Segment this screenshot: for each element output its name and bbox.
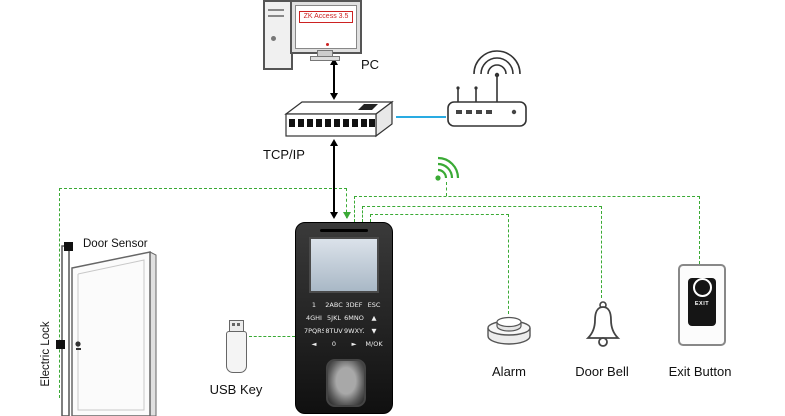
door-icon <box>61 245 157 416</box>
connection-wifi-stub <box>446 182 447 196</box>
arrowhead-down-switch <box>330 93 338 100</box>
alarm-label: Alarm <box>492 364 526 379</box>
keypad-key: 1 <box>311 301 317 309</box>
terminal-keypad: 1 2ABC 3DEF ESC 4GHI 5JKL 6MNO ▲ 7PQRS 8… <box>304 299 384 350</box>
keypad-key: 3DEF <box>345 301 363 309</box>
pc-label: PC <box>361 57 380 72</box>
door-sensor-label: Door Sensor <box>83 238 148 250</box>
connection-terminal-exit <box>354 196 700 197</box>
monitor-stand-base <box>310 56 340 61</box>
keypad-key: 9WXYZ <box>344 327 364 335</box>
zk-access-window: ZK Access 3.5 <box>299 11 353 23</box>
connection-pc-switch <box>333 62 335 98</box>
usb-key-label: USB Key <box>209 382 263 397</box>
tower-slot <box>268 15 284 17</box>
access-control-terminal: 1 2ABC 3DEF ESC 4GHI 5JKL 6MNO ▲ 7PQRS 8… <box>295 222 393 414</box>
keypad-key: ESC <box>367 301 381 309</box>
usb-pin <box>232 323 235 326</box>
keypad-key: 5JKL <box>327 314 341 322</box>
door-sensor-device <box>64 242 73 251</box>
terminal-screen <box>309 237 379 293</box>
door-bell-label: Door Bell <box>575 364 629 379</box>
keypad-key: ▲ <box>371 314 377 322</box>
arrowhead-up-switch <box>330 139 338 146</box>
tcpip-label: TCP/IP <box>263 147 305 162</box>
keypad-key: 6MNO <box>344 314 364 322</box>
connection-bell-drop-terminal <box>362 206 363 222</box>
connection-alarm-drop <box>508 214 509 314</box>
keypad-key: ◄ <box>311 340 317 348</box>
keypad-key: M/OK <box>365 340 383 348</box>
pc-monitor: ZK Access 3.5 <box>290 0 362 54</box>
connection-switch-terminal <box>333 141 335 215</box>
exit-button-icon: EXIT <box>678 264 726 346</box>
exit-button-circle <box>692 278 712 297</box>
keypad-key: 7PQRS <box>304 327 324 335</box>
keypad-key: ► <box>351 340 357 348</box>
screen-led <box>326 43 329 46</box>
connection-bell-drop <box>601 206 602 298</box>
pc-tower <box>263 0 293 70</box>
alarm-icon <box>487 316 531 345</box>
exit-button-face: EXIT <box>688 278 716 326</box>
connection-switch-router <box>396 116 446 118</box>
connection-door-sensor-lock <box>59 188 60 398</box>
terminal-speaker <box>320 229 368 232</box>
keypad-key: 4GHI <box>306 314 322 322</box>
arrowhead-up-pc <box>330 58 338 65</box>
connection-alarm-drop-terminal <box>370 214 371 222</box>
arrowhead-into-terminal <box>343 212 351 219</box>
tower-slot <box>268 9 284 11</box>
connection-terminal-door-drop <box>346 188 347 218</box>
exit-button-text: EXIT <box>694 301 710 307</box>
keypad-key: ▼ <box>371 327 377 335</box>
door-bell-icon <box>585 301 621 347</box>
connection-exit-drop-terminal <box>354 196 355 222</box>
exit-button-label: Exit Button <box>668 364 732 379</box>
wifi-signal-icon <box>435 156 460 181</box>
wireless-router-icon <box>447 50 527 127</box>
electric-lock-device <box>56 340 65 349</box>
keypad-key: 0 <box>331 340 337 348</box>
connection-exit-drop <box>699 196 700 264</box>
connection-terminal-alarm <box>370 214 509 215</box>
keypad-key: 8TUV <box>325 327 343 335</box>
usb-key-body <box>226 331 247 373</box>
fingerprint-sensor-icon <box>326 359 366 407</box>
connection-terminal-door <box>59 188 347 189</box>
keypad-key: 2ABC <box>325 301 343 309</box>
usb-pin <box>237 323 240 326</box>
connection-terminal-bell <box>362 206 602 207</box>
network-switch-icon <box>284 100 394 138</box>
pc-screen: ZK Access 3.5 <box>295 5 357 49</box>
arrowhead-down-terminal <box>330 212 338 219</box>
electric-lock-label: Electric Lock <box>40 321 52 387</box>
connection-usb-terminal <box>249 336 295 337</box>
tower-power-button <box>271 36 276 41</box>
